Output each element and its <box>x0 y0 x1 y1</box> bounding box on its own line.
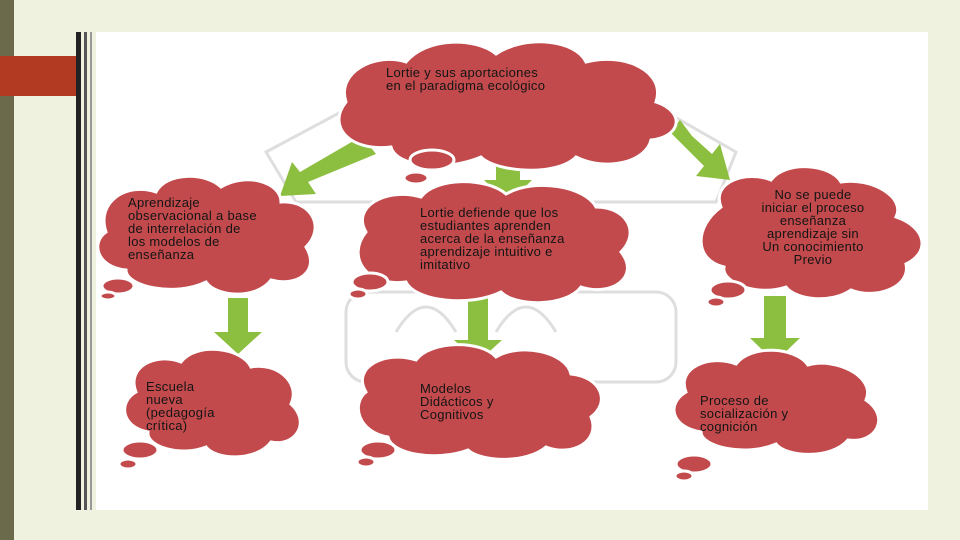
arrow-left-down <box>214 298 262 354</box>
node-bottom-left-line: Escuela <box>146 379 195 394</box>
node-bottom-left-line: (pedagogía <box>146 405 215 420</box>
node-bottom-right-line: Proceso de <box>700 393 769 408</box>
node-center-line: imitativo <box>420 257 471 272</box>
node-left-line: Aprendizaje <box>128 195 200 210</box>
frame-bar <box>90 32 92 510</box>
node-bottom-center-line: Cognitivos <box>420 407 484 422</box>
node-right-line: Un conocimiento <box>762 239 864 254</box>
node-right-line: enseñanza <box>779 213 847 228</box>
accent-block <box>0 56 76 96</box>
node-bottom-center-line: Didácticos y <box>420 394 494 409</box>
frame-bar <box>84 32 87 510</box>
cloud-bottom-center <box>355 343 603 469</box>
node-left-line: enseñanza <box>128 247 195 262</box>
node-right-line: aprendizaje sin <box>767 226 859 241</box>
node-main-text: Lortie y sus aportaciones en el paradigm… <box>386 66 545 92</box>
cloud-main <box>337 40 678 186</box>
node-center-line: aprendizaje intuitivo e <box>420 244 553 259</box>
arrow-right-down <box>750 296 800 362</box>
cloud-right <box>699 165 924 309</box>
node-center-line: estudiantes aprenden <box>420 218 552 233</box>
node-bottom-right-line: cognición <box>700 419 758 434</box>
node-bottom-left-line: nueva <box>146 392 183 407</box>
node-right-text: No se puede iniciar el proceso enseñanza… <box>738 188 888 266</box>
node-bottom-left-text: Escuela nueva (pedagogía crítica) <box>146 380 215 432</box>
cloud-bottom-left <box>117 347 302 471</box>
node-right-line: Previo <box>793 252 833 267</box>
node-left-text: Aprendizaje observacional a base de inte… <box>128 196 257 261</box>
node-bottom-center-text: Modelos Didácticos y Cognitivos <box>420 382 494 421</box>
arrow-main-right <box>670 120 730 180</box>
node-center-text: Lortie defiende que los estudiantes apre… <box>420 206 565 271</box>
node-bottom-right-text: Proceso de socialización y cognición <box>700 394 788 433</box>
node-bottom-right-line: socialización y <box>700 406 789 421</box>
cloud-center <box>347 180 632 305</box>
node-bottom-center-line: Modelos <box>420 381 472 396</box>
node-main-line: Lortie y sus aportaciones <box>386 65 539 80</box>
node-center-line: acerca de la enseñanza <box>420 231 565 246</box>
frame-bar <box>76 32 81 510</box>
left-decorative-band <box>0 0 14 540</box>
node-main-line: en el paradigma ecológico <box>386 78 546 93</box>
concept-map <box>96 40 924 483</box>
arrow-main-left <box>280 136 376 196</box>
node-left-line: de interrelación de <box>128 221 241 236</box>
cloud-left <box>96 174 317 302</box>
node-center-line: Lortie defiende que los <box>420 205 559 220</box>
node-bottom-left-line: crítica) <box>146 418 188 433</box>
node-left-line: observacional a base <box>128 208 257 223</box>
node-right-line: iniciar el proceso <box>761 200 865 215</box>
cloud-bottom-right <box>672 348 881 483</box>
node-right-line: No se puede <box>774 187 852 202</box>
node-left-line: los modelos de <box>128 234 220 249</box>
